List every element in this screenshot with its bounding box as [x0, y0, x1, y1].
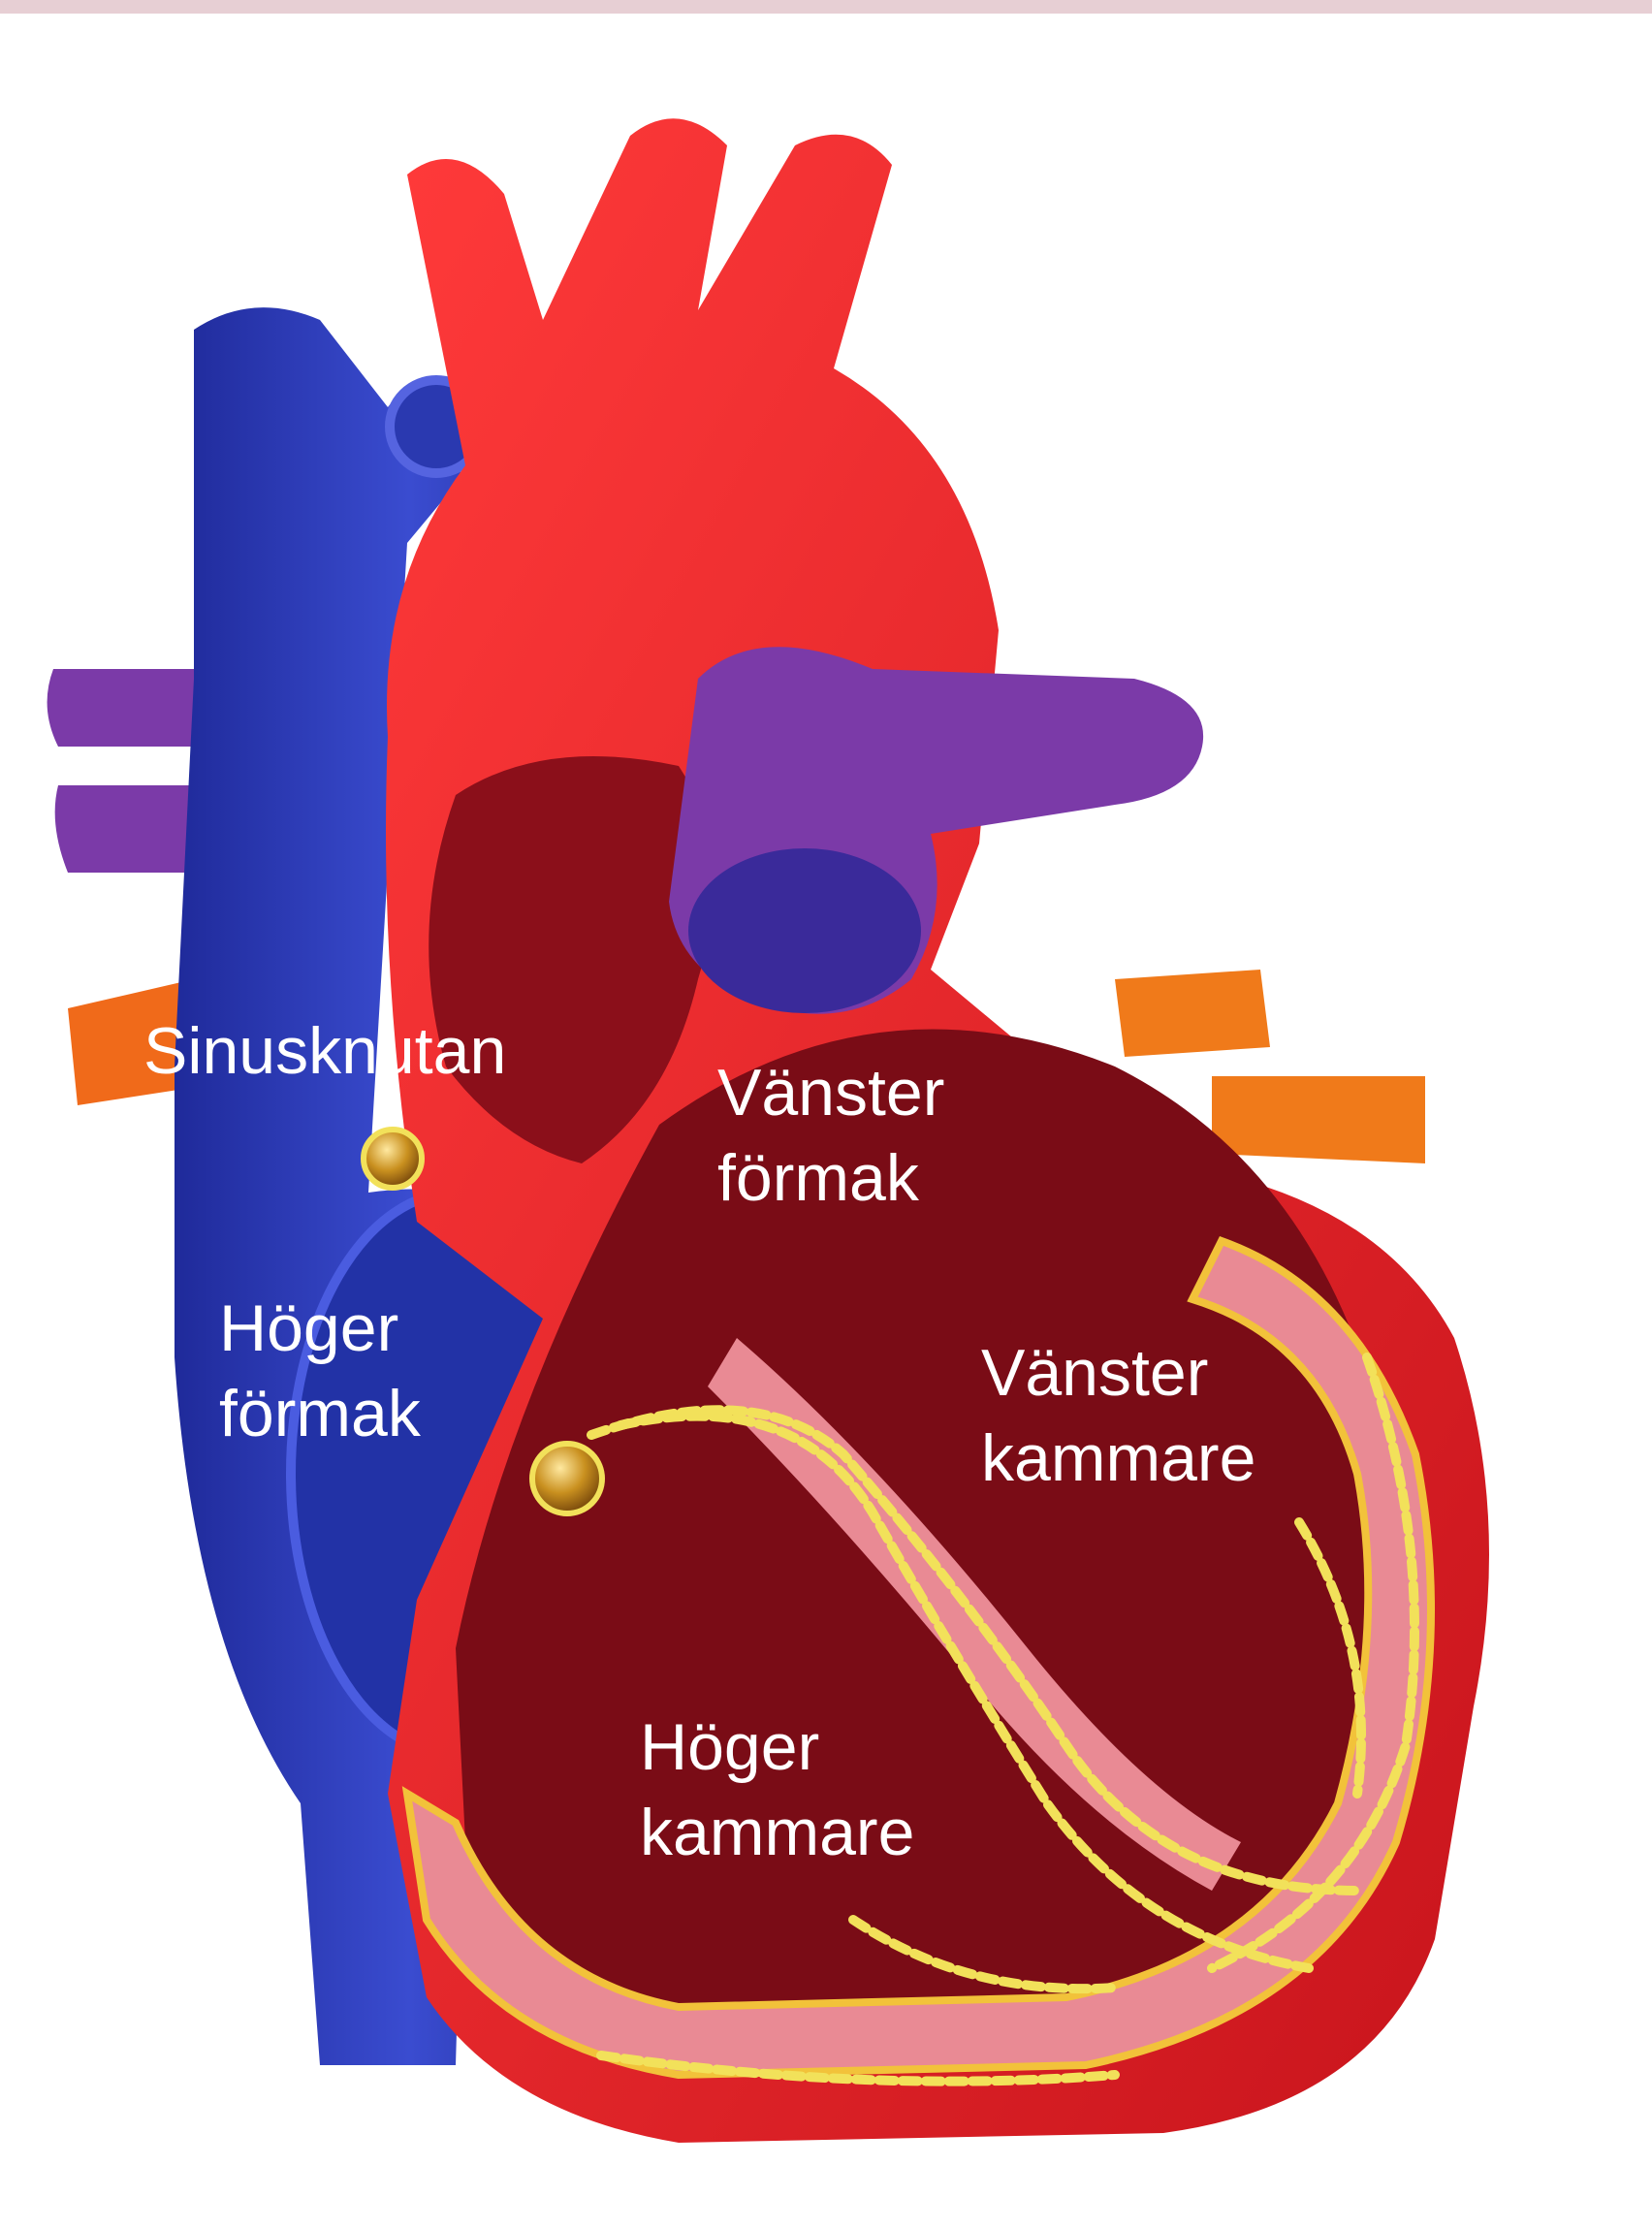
- label-hoger-formak: Höger förmak: [219, 1286, 421, 1456]
- av-node-icon: [532, 1444, 602, 1513]
- label-hoger-kammare: Höger kammare: [640, 1704, 914, 1875]
- sinus-node-icon: [364, 1130, 422, 1188]
- label-vanster-kammare: Vänster kammare: [981, 1330, 1255, 1501]
- label-sinusknutan: Sinusknutan: [143, 1008, 506, 1094]
- label-vanster-formak: Vänster förmak: [717, 1050, 944, 1221]
- pulmonary-opening: [688, 848, 921, 1013]
